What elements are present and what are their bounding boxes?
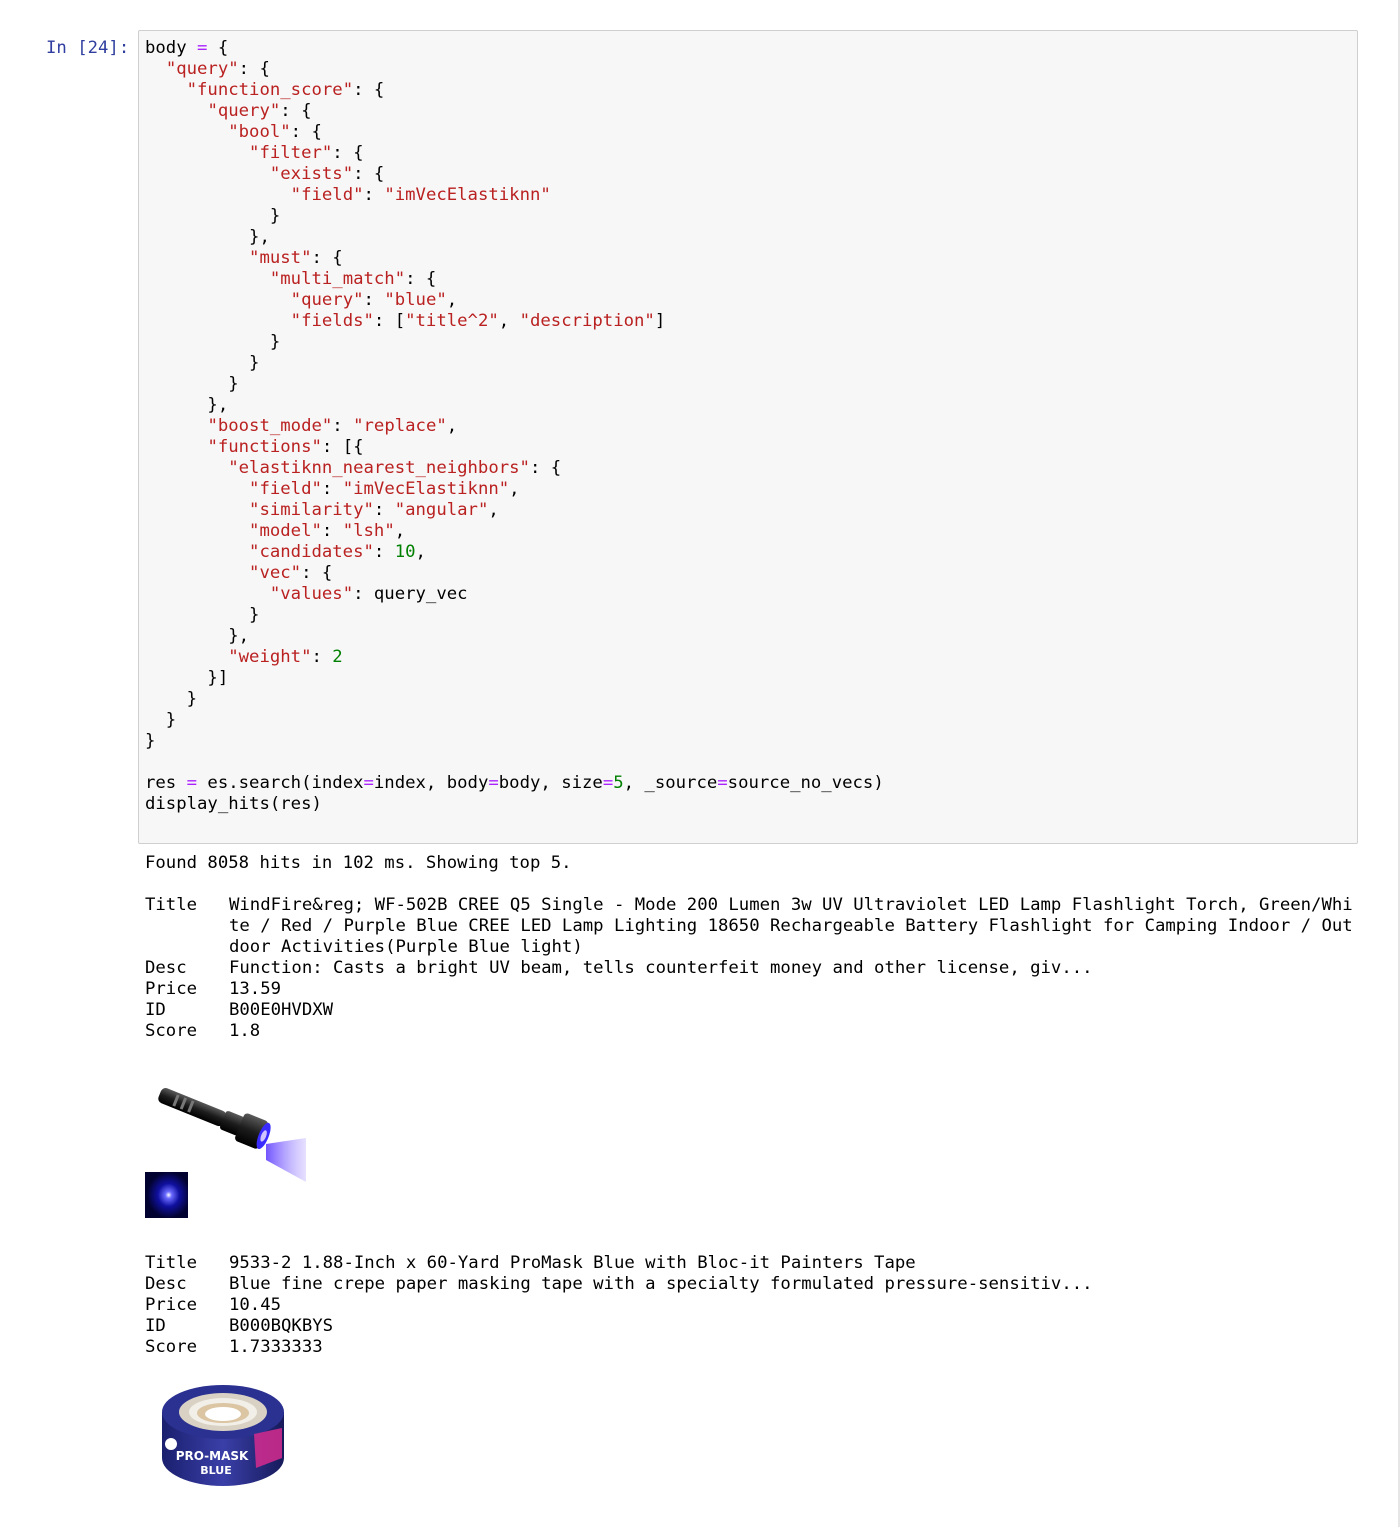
code-line: "exists": { (269, 164, 385, 184)
code-line: "multi_match": { (269, 269, 437, 289)
code-line: "similarity": "angular", (249, 500, 499, 520)
code-line: }, (145, 227, 270, 247)
field-label-score: Score (145, 1021, 198, 1041)
code-line: }] (145, 668, 229, 688)
code-line: body = { (145, 38, 229, 58)
code-line: "query": { (165, 59, 270, 79)
code-line: } (145, 605, 260, 625)
hit-score: 1.8 (229, 1021, 261, 1041)
hit-desc: Function: Casts a bright UV beam, tells … (229, 958, 1093, 978)
code-line: } (145, 710, 177, 730)
hit-id: B000BQKBYS (229, 1316, 334, 1336)
promask-tape-image: PRO-MASK BLUE (162, 1385, 284, 1486)
code-line: "model": "lsh", (249, 521, 406, 541)
hit-id: B00E0HVDXW (229, 1000, 334, 1020)
code-line: } (145, 689, 198, 709)
code-line: } (145, 374, 239, 394)
hit-score: 1.7333333 (229, 1337, 323, 1357)
code-cell-input[interactable]: body = { "query": { "function_score": { … (138, 30, 1358, 844)
tape-label-line1: PRO-MASK (176, 1449, 249, 1463)
code-line: "weight": 2 (228, 647, 343, 667)
hit-title: 9533-2 1.88-Inch x 60-Yard ProMask Blue … (229, 1253, 916, 1273)
hit-price: 10.45 (229, 1295, 282, 1315)
code-line: "query": { (207, 101, 312, 121)
hits-summary: Found 8058 hits in 102 ms. Showing top 5… (145, 853, 572, 873)
code-line: "values": query_vec (269, 584, 468, 604)
code-line: "query": "blue", (290, 290, 458, 310)
code-line: "field": "imVecElastiknn" (290, 185, 551, 205)
code-line: }, (145, 395, 229, 415)
code-line: } (145, 353, 260, 373)
previous-cell-output-cut (280, 0, 290, 7)
code-line: "filter": { (249, 143, 364, 163)
hit-desc: Blue fine crepe paper masking tape with … (229, 1274, 1093, 1294)
blue-light-thumbnail (145, 1172, 188, 1218)
code-line: "elastiknn_nearest_neighbors": { (228, 458, 562, 478)
field-label-title: Title (145, 895, 198, 915)
field-label-title: Title (145, 1253, 198, 1273)
field-label-price: Price (145, 979, 198, 999)
cell-output: Found 8058 hits in 102 ms. Showing top 5… (145, 853, 1360, 1042)
code-line: }, (145, 626, 250, 646)
code-line: } (145, 206, 281, 226)
code-line: display_hits(res) (145, 794, 322, 814)
code-line: "function_score": { (186, 80, 385, 100)
hit-record: Title WindFire&reg; WF-502B CREE Q5 Singl… (145, 895, 1360, 1042)
code-line: "must": { (249, 248, 343, 268)
code-line: "functions": [{ (207, 437, 364, 457)
code-line: "candidates": 10, (249, 542, 426, 562)
flashlight-image (158, 1088, 306, 1182)
code-line: "fields": ["title^2", "description"] (290, 311, 666, 331)
cell-prompt: In [24]: (46, 38, 130, 58)
code-line: } (145, 731, 156, 751)
field-label-id: ID (145, 1000, 166, 1020)
field-label-desc: Desc (145, 1274, 187, 1294)
field-label-score: Score (145, 1337, 198, 1357)
field-label-desc: Desc (145, 958, 187, 978)
scrollbar-track[interactable] (1398, 0, 1400, 1527)
code-line: "boost_mode": "replace", (207, 416, 458, 436)
code-line: "vec": { (249, 563, 333, 583)
hit-record: Title 9533-2 1.88-Inch x 60-Yard ProMask … (145, 1253, 1360, 1358)
code-editor[interactable]: body = { "query": { "function_score": { … (145, 38, 884, 815)
code-line: "bool": { (228, 122, 322, 142)
code-line: } (145, 332, 281, 352)
hit-title: WindFire&reg; WF-502B CREE Q5 Single - M… (229, 895, 1353, 957)
hit-price: 13.59 (229, 979, 282, 999)
code-line: res = es.search(index=index, body=body, … (145, 773, 884, 793)
field-label-id: ID (145, 1316, 166, 1336)
tape-label-line2: BLUE (200, 1464, 231, 1477)
field-label-price: Price (145, 1295, 198, 1315)
code-line: "field": "imVecElastiknn", (249, 479, 520, 499)
